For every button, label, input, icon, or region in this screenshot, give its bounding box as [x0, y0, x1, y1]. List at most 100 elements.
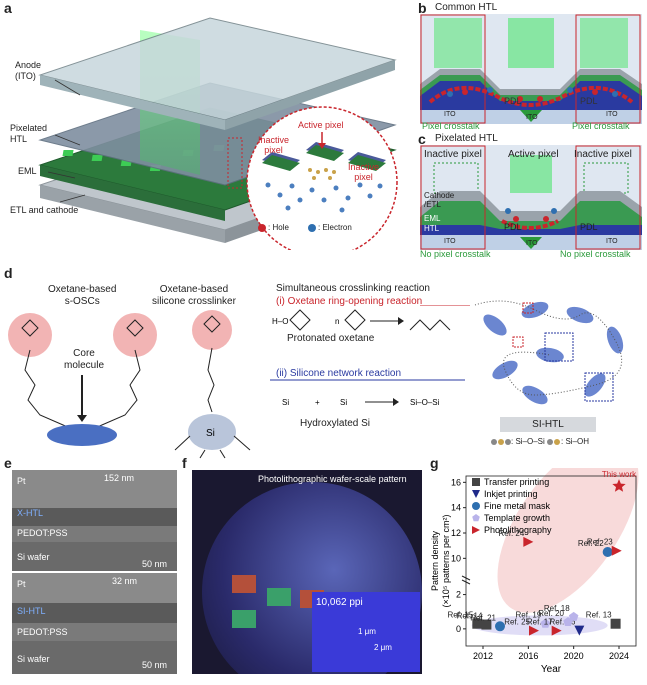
d-reaction-title: Simultaneous crosslinking reaction [276, 283, 430, 294]
data-point-label: Ref. 15 [448, 611, 474, 620]
e-length-32: 32 nm [112, 576, 138, 586]
panel-letter-e: e [4, 455, 12, 471]
e-sihtl: SI-HTL [17, 606, 46, 616]
panel-letter-a: a [4, 0, 12, 16]
c-no-crosstalk-left: No pixel crosstalk [420, 249, 491, 259]
data-point [574, 625, 585, 636]
x-tick-label: 2012 [473, 651, 493, 661]
data-point-label: Ref. 18 [544, 604, 570, 613]
legend-marker [472, 502, 480, 510]
c-cathode: Cathode /ETL [424, 191, 455, 209]
common-htl-diagram [420, 14, 642, 124]
d-hydroxylated-si: Hydroxylated Si [300, 418, 371, 429]
axis-break-mark [461, 575, 471, 581]
svg-text:+: + [315, 398, 320, 407]
e-scale-top: 50 nm [142, 559, 168, 569]
e-length-152: 152 nm [104, 473, 135, 483]
d-protonated-oxetane: Protonated oxetane [287, 333, 375, 344]
data-point [611, 545, 622, 556]
label-eml: EML [18, 166, 37, 176]
y-tick-label: 0 [456, 624, 461, 634]
data-point-label: Ref. 23 [587, 538, 613, 547]
d-reaction-ii: (ii) Silicone network reaction [276, 368, 402, 379]
d-reaction-i: (i) Oxetane ring-opening reaction [276, 296, 423, 307]
data-point [481, 619, 492, 630]
f-ppi: 10,062 ppi [316, 597, 363, 608]
b-pdl-left: PDL [504, 96, 522, 106]
panel-letter-c: c [418, 131, 426, 147]
e-pt-top: Pt [17, 476, 26, 486]
y-axis-label: Pattern density [430, 530, 440, 591]
panel-c-title: Pixelated HTL [435, 133, 498, 144]
legend-label: Template growth [484, 513, 550, 523]
b-crosstalk-left: Pixel crosstalk [422, 121, 480, 131]
c-inactive-right: Inactive pixel [574, 149, 632, 160]
data-point-label: Ref. 17 [527, 618, 553, 627]
data-point-label: Ref. 19 [516, 611, 542, 620]
data-point [523, 536, 534, 547]
data-point-label: Ref. 21 [470, 613, 496, 622]
svg-text:Si–O–Si: Si–O–Si [410, 398, 440, 407]
svg-text:n: n [335, 317, 339, 326]
sem-image-xhtl [12, 470, 177, 571]
legend-label: Fine metal mask [484, 501, 551, 511]
e-pedot-bottom: PEDOT:PSS [17, 627, 68, 637]
legend-marker [472, 490, 480, 498]
label-inactive-pixel-left: Inactive pixel [258, 135, 290, 155]
electron-legend-icon [308, 224, 316, 232]
legend-label: Inkjet printing [484, 489, 538, 499]
legend-marker [472, 514, 480, 522]
plot-frame [465, 475, 637, 647]
b-ito-right: ITO [606, 111, 618, 118]
svg-text:Si: Si [340, 398, 347, 407]
svg-text:H–O: H–O [272, 317, 288, 326]
x-tick-label: 2024 [609, 651, 629, 661]
c-no-crosstalk-right: No pixel crosstalk [560, 249, 631, 259]
b-ito-left: ITO [444, 111, 456, 118]
c-active: Active pixel [508, 149, 559, 160]
sem-image-sihtl [12, 573, 177, 674]
legend-label: Photolithography [484, 525, 552, 535]
photolithography-region [497, 468, 639, 613]
b-pdl-right: PDL [580, 96, 598, 106]
x-tick-label: 2020 [564, 651, 584, 661]
network-legend-icons [491, 439, 560, 445]
data-point [551, 625, 562, 636]
data-point [472, 618, 483, 629]
data-point [540, 618, 551, 628]
data-point-label: Ref. 24 [499, 529, 525, 538]
e-pedot-top: PEDOT:PSS [17, 528, 68, 538]
c-htl: HTL [424, 224, 440, 233]
panel-letter-b: b [418, 0, 427, 16]
e-si-bottom: Si wafer [17, 654, 50, 664]
reaction-schemes: H–O n Si + Si Si–O–Si [270, 305, 470, 407]
legend-label: Transfer printing [484, 477, 549, 487]
b-ito-mid: ITO [526, 114, 538, 121]
panel-letter-d: d [4, 265, 13, 281]
d-legend-sios: : Si–O–Si [511, 437, 545, 446]
e-xhtl: X-HTL [17, 508, 44, 518]
legend-hole: : Hole [268, 223, 289, 232]
data-point-label: Ref. 20 [538, 609, 564, 618]
c-ito-right: ITO [606, 238, 618, 245]
data-point [612, 479, 626, 492]
d-core-molecule: Core molecule [64, 348, 105, 371]
legend-marker [472, 526, 480, 534]
legend-marker [472, 478, 480, 486]
data-point-label: Ref. 13 [586, 611, 612, 620]
d-legend-sioh: : Si–OH [561, 437, 590, 446]
y-axis-label: (×10⁵ patterns per cm²) [441, 514, 451, 607]
data-point [610, 618, 621, 629]
d-osc-title: Oxetane-based s-OSCs [48, 284, 117, 307]
label-anode: Anode (ITO) [15, 60, 42, 81]
svg-text:Si: Si [282, 398, 289, 407]
c-inactive-left: Inactive pixel [424, 149, 482, 160]
label-etl-cathode: ETL and cathode [10, 205, 79, 215]
molecule-structures: Si [8, 310, 251, 459]
data-point-label: Ref. 16 [550, 618, 576, 627]
f-dim-2um: 2 μm [374, 643, 392, 652]
data-point-label: Ref. 25 [504, 618, 530, 627]
pixelated-htl-diagram [420, 145, 642, 250]
c-ito-mid: ITO [526, 240, 538, 247]
